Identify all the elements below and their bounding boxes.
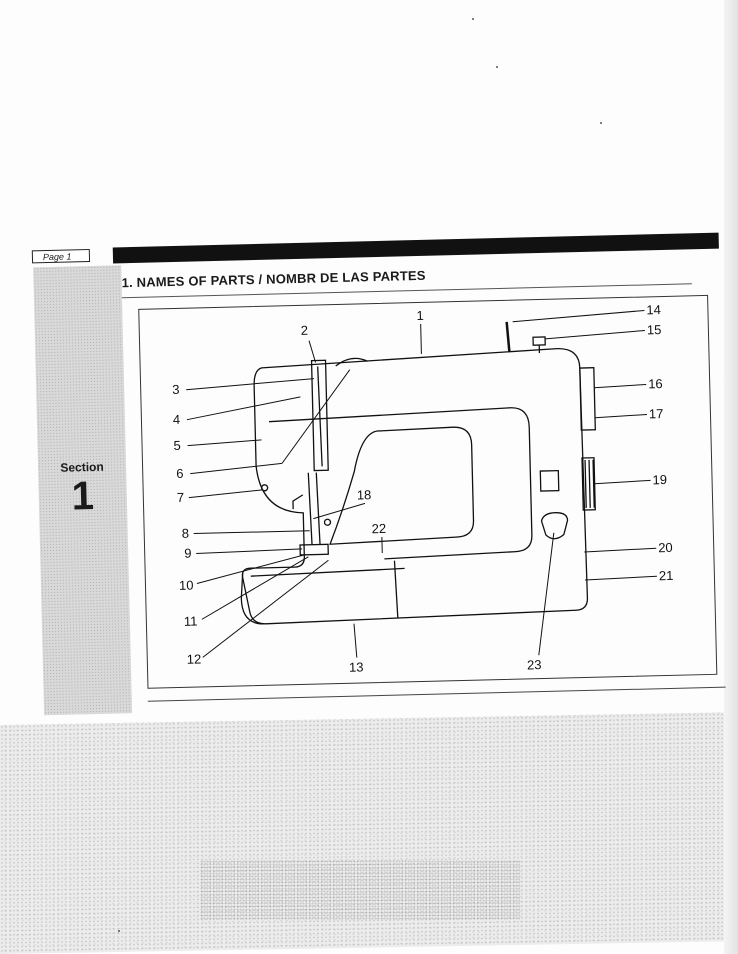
needle-clamp [292,494,304,510]
section-label: Section [60,459,104,475]
handwheel-rib [588,459,591,508]
callout-2: 2 [301,323,309,338]
bottom-rule [147,686,726,702]
leader-line-16 [594,383,647,389]
front-panel-line [268,407,533,560]
leader-line-21 [584,575,657,581]
page-edge-shadow [724,0,738,954]
scan-smudge [200,860,520,920]
callout-4: 4 [173,412,181,427]
leader-line-10 [196,554,305,584]
leader-line-18 [313,502,366,520]
bobbin-winder [532,336,546,346]
callout-13: 13 [349,659,364,674]
leader-line-13 [353,623,358,658]
machine-body-outline [241,347,589,625]
leader-line-15 [545,329,645,340]
leader-line-11 [201,556,309,620]
leader-line-19 [594,479,651,485]
leader-line-23 [538,532,555,656]
callout-21: 21 [659,568,674,583]
callout-12: 12 [187,651,202,666]
callout-9: 9 [184,546,192,561]
leader-line-17 [594,413,647,419]
leader-line-14 [512,309,645,323]
stitch-selector [579,367,596,431]
section-heading: 1. NAMES OF PARTS / NOMBR DE LAS PARTES [121,267,426,291]
callout-14: 14 [646,302,661,317]
handwheel-rib [592,459,595,508]
scan-speck [118,930,120,932]
callout-1: 1 [416,308,424,323]
callout-15: 15 [647,322,662,337]
thread-cutter [260,484,269,492]
callout-11: 11 [184,613,198,628]
leader-line-3 [186,378,315,391]
callout-7: 7 [177,490,185,505]
reverse-button [540,512,569,540]
leader-line-6 [190,462,283,475]
base-top-line [250,567,405,577]
callout-23: 23 [527,657,542,672]
callout-10: 10 [179,578,194,593]
callout-20: 20 [658,540,673,555]
thread-guide-line [317,366,323,467]
leader-line-5 [187,439,262,447]
callout-17: 17 [649,406,664,421]
sewing-machine-diagram: 1 2 3 4 5 6 7 8 9 10 11 12 13 14 15 16 1… [172,302,674,675]
presser-foot [299,543,329,556]
callout-19: 19 [652,472,667,487]
callout-6: 6 [176,466,184,481]
arm-opening [329,426,475,545]
accessory-box-seam [393,560,399,619]
scan-speck [600,122,602,124]
stitch-display [539,469,560,492]
leader-line-2 [308,340,317,363]
callout-8: 8 [182,526,190,541]
leader-line-7 [188,489,263,499]
scan-speck [472,18,474,20]
scan-speck [496,66,498,68]
leader-line-6b [281,369,351,464]
presser-bar [315,472,321,545]
leader-line-9 [196,548,303,554]
leader-lines [186,309,657,658]
page-tab: Page 1 [31,249,91,264]
handwheel-rib [584,459,587,508]
sewing-machine-illustration [240,321,596,625]
free-arm-base [240,572,264,625]
presser-foot-screw [323,518,332,526]
leader-line-8 [193,530,310,535]
callout-3: 3 [172,382,180,397]
callout-22: 22 [371,521,386,536]
leader-line-12 [202,559,329,658]
thread-take-up-cover [335,357,368,367]
callout-numbers: 1 2 3 4 5 6 7 8 9 10 11 12 13 14 15 16 1… [172,302,674,675]
needle-bar [307,472,313,545]
leader-line-20 [584,547,657,553]
leader-line-4 [186,396,301,421]
leader-line-1 [420,323,422,354]
callout-5: 5 [173,438,181,453]
callout-16: 16 [648,376,663,391]
header-bar [112,232,719,264]
section-number: 1 [71,473,95,519]
spool-pin [505,321,511,352]
thread-guide-plate [310,359,329,472]
callout-18: 18 [357,487,372,502]
